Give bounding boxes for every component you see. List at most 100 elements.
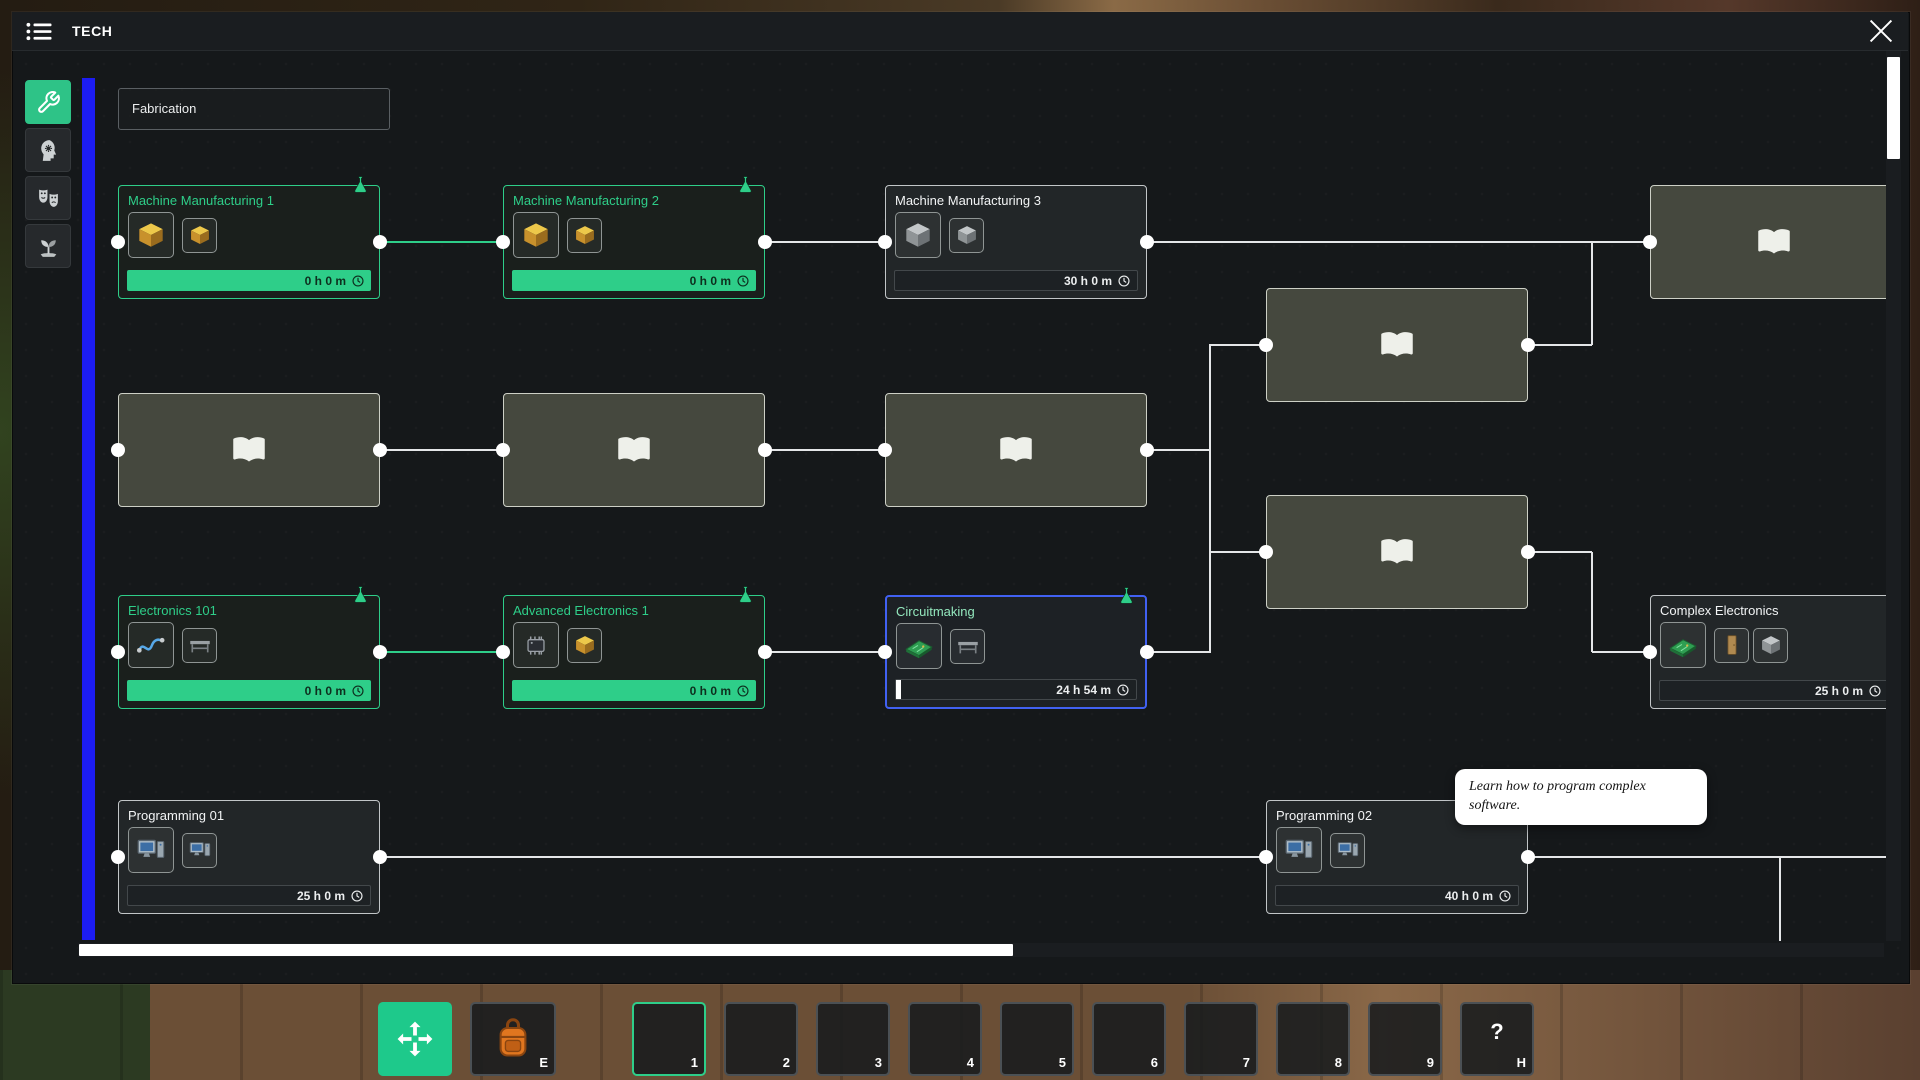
research-progress-bar: 24 h 54 m: [895, 679, 1137, 700]
book-icon: [992, 429, 1040, 471]
node-items: [895, 212, 1137, 258]
item-icon-machine: [949, 217, 984, 253]
node-title: Programming 01: [128, 808, 225, 823]
horizontal-scrollbar[interactable]: [78, 943, 1884, 957]
item-icon-workbench: [950, 628, 985, 664]
research-flask-icon: [735, 173, 756, 196]
sidebar-tab-agriculture[interactable]: [25, 224, 71, 268]
hotbar-slot-5[interactable]: 5: [1000, 1002, 1074, 1076]
node-title: Advanced Electronics 1: [513, 603, 649, 618]
tech-node-circuitmaking[interactable]: Circuitmaking 24 h 54 m: [885, 595, 1147, 709]
horizontal-scrollbar-thumb[interactable]: [79, 944, 1013, 956]
tech-node-machine-manufacturing-1[interactable]: Machine Manufacturing 1 0 h 0 m: [118, 185, 380, 299]
book-icon: [1750, 221, 1798, 263]
sidebar-tab-mind[interactable]: [25, 128, 71, 172]
tech-category-selector[interactable]: Fabrication: [118, 88, 390, 130]
vertical-scrollbar-thumb[interactable]: [1887, 57, 1900, 159]
tech-node-advanced-electronics-1[interactable]: Advanced Electronics 1 0 h 0 m: [503, 595, 765, 709]
slot-number: 2: [782, 1055, 790, 1070]
close-icon[interactable]: [1868, 18, 1894, 44]
research-progress-bar: 40 h 0 m: [1275, 885, 1519, 906]
node-items: [1660, 622, 1888, 668]
sidebar-tab-social[interactable]: [25, 176, 71, 220]
item-icon-computer: [1330, 832, 1365, 868]
research-time: 24 h 54 m: [1056, 682, 1111, 697]
hotbar-slot-9[interactable]: 9: [1368, 1002, 1442, 1076]
help-button[interactable]: ? H: [1460, 1002, 1534, 1076]
research-time: 25 h 0 m: [296, 888, 345, 903]
slot-number: 1: [690, 1055, 698, 1070]
research-flask-icon: [1116, 584, 1137, 607]
node-title: Machine Manufacturing 3: [895, 193, 1041, 208]
tech-node-complex-electronics[interactable]: Complex Electronics 25 h 0 m: [1650, 595, 1898, 709]
item-icon-circuit-board: [896, 623, 942, 669]
tech-node-machine-manufacturing-3[interactable]: Machine Manufacturing 3 30 h 0 m: [885, 185, 1147, 299]
hotbar-slot-8[interactable]: 8: [1276, 1002, 1350, 1076]
tech-category-label: Fabrication: [132, 101, 197, 116]
item-icon-computer: [128, 827, 174, 873]
hotkey-label: E: [539, 1055, 548, 1070]
hotbar-slot-2[interactable]: 2: [724, 1002, 798, 1076]
research-time: 25 h 0 m: [1814, 683, 1863, 698]
move-tool-button[interactable]: [378, 1002, 452, 1076]
sidebar-tab-fabrication[interactable]: [25, 80, 71, 124]
move-arrows-icon: [396, 1020, 434, 1058]
node-title: Complex Electronics: [1660, 603, 1779, 618]
hotbar-slot-6[interactable]: 6: [1092, 1002, 1166, 1076]
node-title: Machine Manufacturing 1: [128, 193, 274, 208]
tech-node-unknown[interactable]: [1266, 495, 1528, 609]
slot-number: 6: [1150, 1055, 1158, 1070]
hotkey-label: H: [1516, 1055, 1526, 1070]
research-time: 30 h 0 m: [1063, 273, 1112, 288]
node-items: [896, 623, 1136, 669]
tech-node-unknown[interactable]: [885, 393, 1147, 507]
hotbar-slot-7[interactable]: 7: [1184, 1002, 1258, 1076]
theater-masks-icon: [36, 186, 61, 211]
research-progress-bar: 0 h 0 m: [127, 680, 371, 701]
research-progress-bar: 30 h 0 m: [894, 270, 1138, 291]
tech-node-machine-manufacturing-2[interactable]: Machine Manufacturing 2 0 h 0 m: [503, 185, 765, 299]
tech-node-electronics-101[interactable]: Electronics 101 0 h 0 m: [118, 595, 380, 709]
vertical-scrollbar[interactable]: [1886, 51, 1901, 941]
node-title: Electronics 101: [128, 603, 217, 618]
research-queue-bar: [82, 78, 95, 940]
inventory-button[interactable]: E: [470, 1002, 556, 1076]
node-items: [128, 622, 370, 668]
research-time: 40 h 0 m: [1444, 888, 1493, 903]
hotbar-slot-1[interactable]: 1: [632, 1002, 706, 1076]
node-title: Programming 02: [1276, 808, 1373, 823]
item-icon-workbench: [182, 627, 217, 663]
slot-number: 7: [1242, 1055, 1250, 1070]
slot-number: 5: [1058, 1055, 1066, 1070]
slot-number: 3: [874, 1055, 882, 1070]
research-progress-bar: 25 h 0 m: [1659, 680, 1889, 701]
clock-icon: [736, 274, 750, 288]
tech-node-unknown[interactable]: [1266, 288, 1528, 402]
item-icon-machine: [567, 217, 602, 253]
tech-node-unknown[interactable]: [503, 393, 765, 507]
hotbar-slot-3[interactable]: 3: [816, 1002, 890, 1076]
book-icon: [1373, 531, 1421, 573]
clock-icon: [351, 274, 365, 288]
menu-list-icon[interactable]: [26, 22, 54, 41]
node-title: Machine Manufacturing 2: [513, 193, 659, 208]
hotbar: E 1 2 3 4 5 6 7 8 9 ? H: [378, 1002, 1534, 1076]
node-items: [513, 622, 755, 668]
clock-icon: [1117, 274, 1131, 288]
item-icon-machine: [895, 212, 941, 258]
item-icon-machine: [1753, 627, 1788, 663]
book-icon: [610, 429, 658, 471]
slot-number: 4: [966, 1055, 974, 1070]
tech-node-programming-01[interactable]: Programming 01 25 h 0 m: [118, 800, 380, 914]
research-flask-icon: [735, 583, 756, 606]
slot-number: 8: [1334, 1055, 1342, 1070]
hotbar-slot-4[interactable]: 4: [908, 1002, 982, 1076]
research-flask-icon: [350, 583, 371, 606]
tech-node-unknown[interactable]: [1650, 185, 1898, 299]
research-progress-bar: 0 h 0 m: [512, 680, 756, 701]
research-progress-bar: 0 h 0 m: [127, 270, 371, 291]
item-icon-door-panel: [1714, 627, 1749, 663]
research-time: 0 h 0 m: [689, 683, 731, 698]
tech-node-unknown[interactable]: [118, 393, 380, 507]
item-icon-cable: [128, 622, 174, 668]
